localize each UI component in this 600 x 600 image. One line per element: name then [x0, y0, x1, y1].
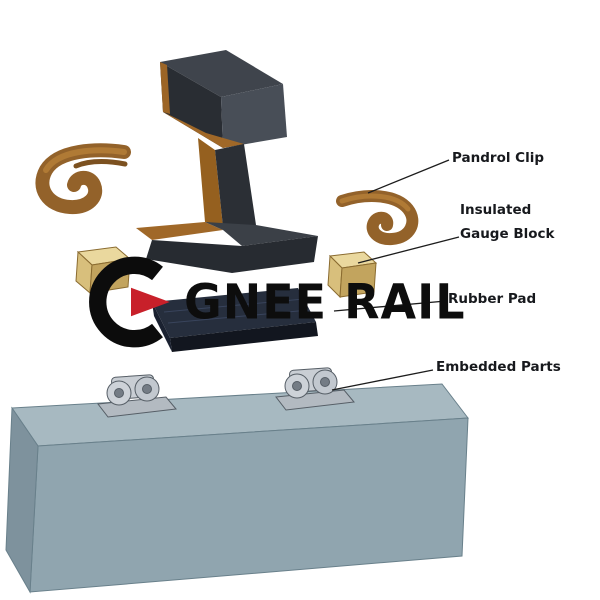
logo-red-arrow-icon: [131, 287, 170, 317]
embedded-part-left: [97, 374, 177, 418]
label-pandrol-clip: Pandrol Clip: [452, 146, 544, 170]
label-rubber-pad: Rubber Pad: [448, 287, 536, 311]
label-pandrol-clip-text: Pandrol Clip: [452, 150, 545, 166]
watermark-logo: GNEE RAIL: [80, 250, 466, 354]
label-embedded-parts-text: Embedded Parts: [436, 359, 561, 375]
leader-line-gauge-block: [357, 236, 460, 264]
rubber-pad: [152, 288, 318, 352]
pandrol-clip-right: [336, 190, 419, 246]
pandrol-clip-left: [35, 143, 131, 215]
leader-line-embedded-parts: [331, 369, 434, 391]
label-rubber-pad-text: Rubber Pad: [448, 291, 537, 307]
leader-line-rubber-pad: [333, 300, 447, 312]
watermark-text: GNEE RAIL: [184, 273, 466, 331]
concrete-sleeper: [5, 383, 469, 594]
leader-lines: [331, 159, 460, 391]
label-embedded-parts: Embedded Parts: [436, 355, 561, 379]
label-insulated-gauge-block: Insulated Gauge Block: [460, 198, 572, 247]
label-insulated-gauge-block-text: Insulated Gauge Block: [460, 202, 555, 243]
insulated-gauge-block-right: [327, 251, 378, 299]
embedded-part-right: [275, 367, 355, 411]
gnee-logo-mark: [89, 256, 170, 348]
rail-cross-section: [136, 50, 318, 273]
leader-line-pandrol-clip: [367, 159, 450, 194]
